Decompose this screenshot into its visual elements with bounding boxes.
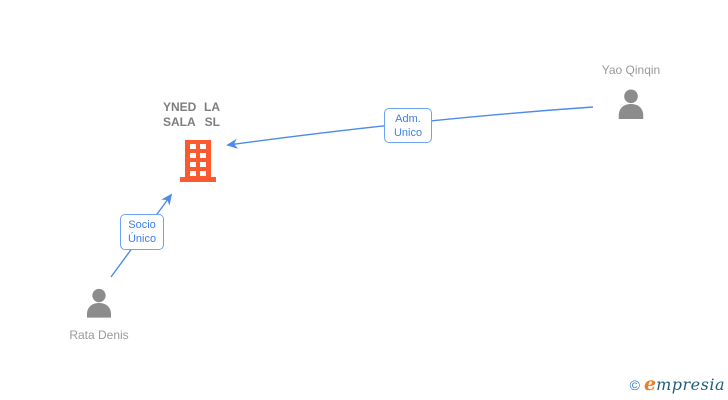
- empresia-logo[interactable]: ©empresia: [630, 373, 725, 395]
- logo-text: mpresia: [656, 375, 725, 394]
- relation-box-adm-unico[interactable]: Adm. Unico: [384, 108, 432, 143]
- person-name: Yao Qinqin: [601, 63, 661, 77]
- copyright-icon: ©: [629, 377, 640, 393]
- relation-label-line1: Socio: [128, 219, 156, 231]
- relation-label-line1: Adm.: [395, 112, 421, 125]
- person-icon: [87, 288, 111, 318]
- person-icon: [618, 89, 644, 119]
- building-icon[interactable]: [179, 139, 217, 183]
- person-node-yao-qinqin[interactable]: Yao Qinqin: [586, 63, 676, 123]
- person-node-rata-denis[interactable]: Rata Denis: [54, 288, 144, 343]
- relation-box-socio-unico[interactable]: Socio Único: [120, 214, 164, 250]
- relation-label-line2: Unico: [393, 126, 423, 139]
- logo-letter-e: e: [644, 373, 657, 395]
- relation-label-line2: Único: [127, 233, 157, 245]
- person-name: Rata Denis: [69, 328, 129, 342]
